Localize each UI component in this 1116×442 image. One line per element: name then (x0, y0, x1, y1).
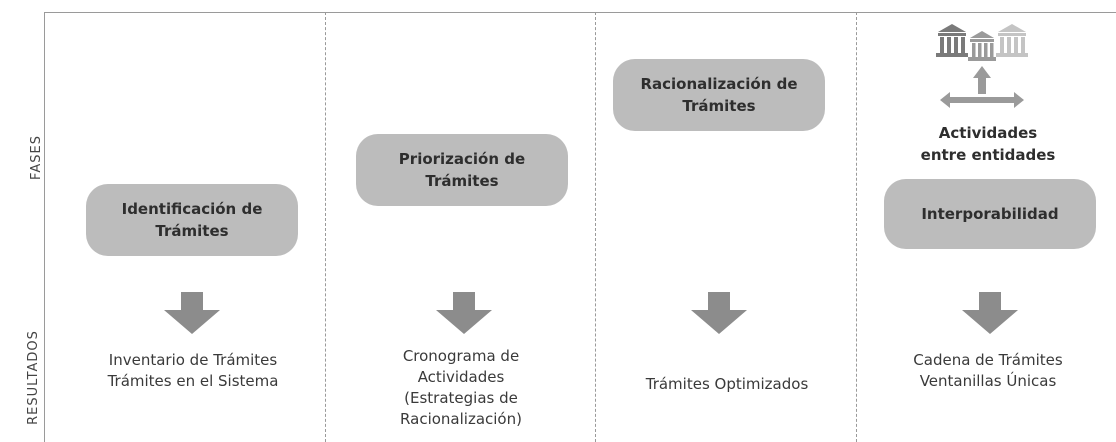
results-axis-label: RESULTADOS (25, 330, 41, 425)
result-racionalizacion: Trámites Optimizados (598, 374, 856, 395)
result-priorizacion: Cronograma de Actividades (Estrategias d… (330, 346, 592, 430)
arrow-up-icon (973, 66, 991, 94)
phase-identificacion: Identificación de Trámites (86, 184, 298, 256)
result-interoperabilidad: Cadena de Trámites Ventanillas Únicas (860, 350, 1116, 392)
caption-line: Actividades (938, 124, 1038, 142)
result-line: Cronograma de (402, 347, 520, 365)
result-line: (Estrategias de (404, 389, 518, 407)
result-line: Cadena de Trámites (913, 351, 1063, 369)
frame-top-border (44, 12, 1116, 13)
frame-left-border (44, 12, 45, 442)
result-line: Trámites Optimizados (645, 375, 809, 393)
phase-priorizacion: Priorización de Trámites (356, 134, 568, 206)
column-divider (856, 12, 857, 442)
government-buildings-icon (936, 24, 1028, 108)
result-line: Ventanillas Únicas (919, 372, 1057, 390)
caption-line: entre entidades (920, 146, 1056, 164)
result-identificacion: Inventario de Trámites Trámites en el Si… (62, 350, 324, 392)
bidirectional-arrow-icon (940, 92, 1024, 108)
phase-racionalizacion: Racionalización de Trámites (613, 59, 825, 131)
column-divider (325, 12, 326, 442)
column-divider (595, 12, 596, 442)
building-icon (996, 24, 1028, 57)
arrow-down-icon (436, 292, 492, 334)
result-line: Actividades (417, 368, 505, 386)
result-line: Trámites en el Sistema (107, 372, 279, 390)
arrow-down-icon (962, 292, 1018, 334)
result-line: Racionalización) (400, 410, 522, 428)
building-icon (968, 31, 996, 61)
phases-axis-label: FASES (28, 135, 44, 180)
phase-interoperabilidad: Interporabilidad (884, 179, 1096, 249)
building-icon (936, 24, 968, 57)
arrow-down-icon (164, 292, 220, 334)
arrow-down-icon (691, 292, 747, 334)
result-line: Inventario de Trámites (108, 351, 278, 369)
entities-caption: Actividades entre entidades (880, 122, 1096, 166)
